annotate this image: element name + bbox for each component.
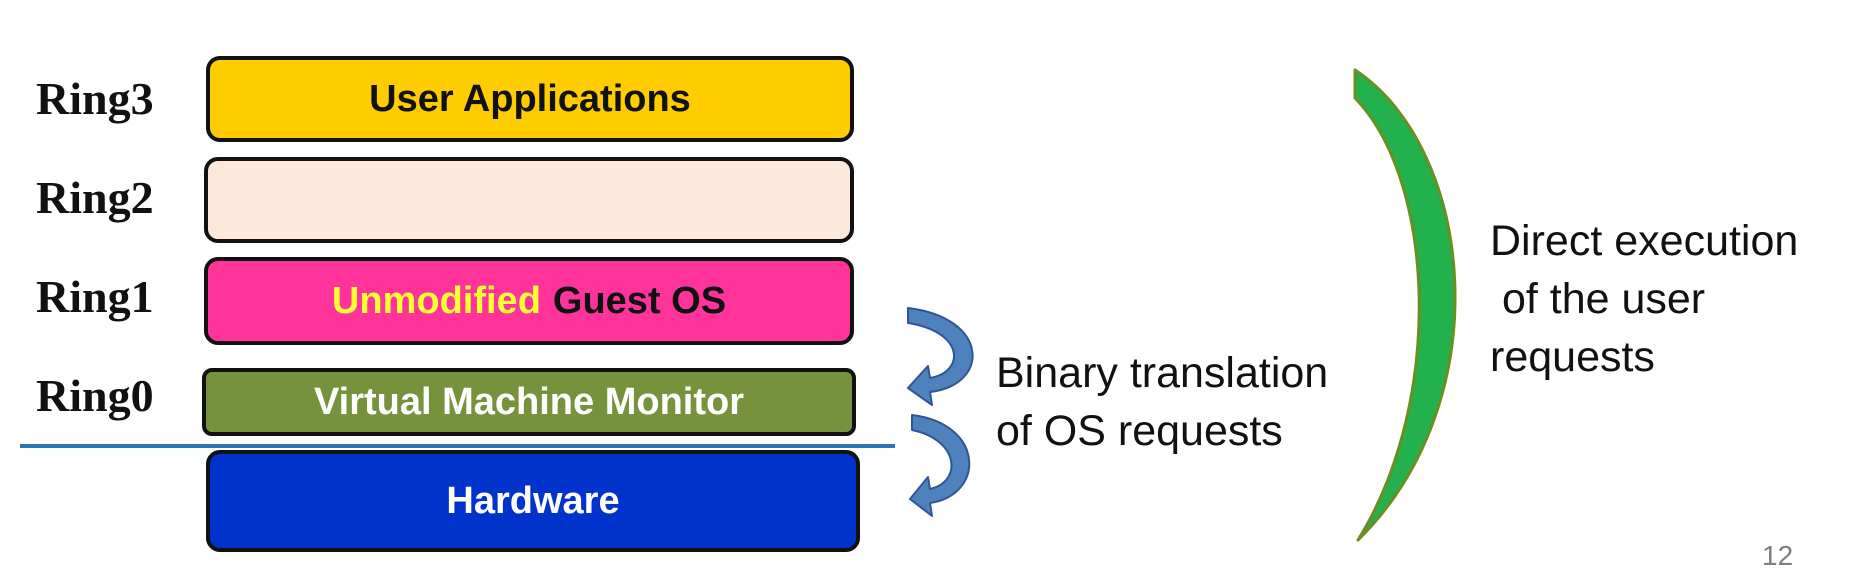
vmm-layer: Virtual Machine Monitor [202,368,856,436]
arrows-overlay [907,68,1457,542]
binary-translation-arrow-upper-icon [907,307,974,406]
binary-translation-text: Binary translation of OS requests [996,349,1329,455]
guest-os-layer: Unmodified Guest OS [204,257,854,345]
ring2-empty-layer [204,157,854,243]
unmodified-label: Unmodified [331,279,541,322]
user-applications-label: User Applications [369,77,691,120]
hardware-label: Hardware [446,479,620,522]
ring0-label: Ring0 [36,370,154,421]
hardware-layer: Hardware [206,450,860,552]
ring3-label: Ring3 [36,73,154,124]
direct-execution-text: Direct execution of the user requests [1490,217,1799,381]
privilege-divider-line [20,444,895,448]
user-applications-layer: User Applications [206,56,854,142]
vmm-label: Virtual Machine Monitor [313,380,744,423]
ring2-label: Ring2 [36,172,154,223]
guest-os-label: Guest OS [552,279,727,322]
direct-execution-brace-icon [1353,68,1457,542]
binary-translation-arrow-lower-icon [909,414,971,517]
page-number: 12 [1762,540,1794,571]
ring1-label: Ring1 [36,271,154,322]
